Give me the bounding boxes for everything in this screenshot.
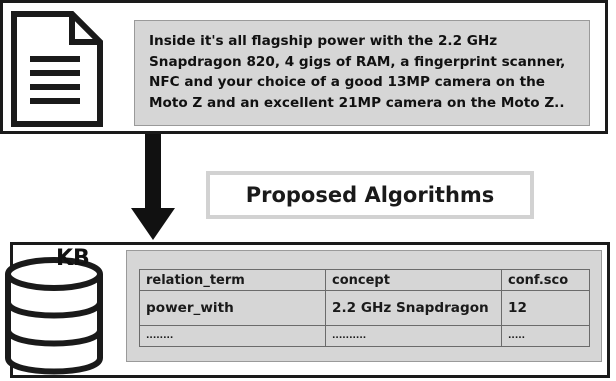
document-icon (11, 11, 103, 127)
header-confidence-score: conf.sco (501, 269, 590, 291)
table-cell: ........ (139, 325, 326, 347)
table-header-row: relation_term concept conf.sco (139, 269, 590, 291)
table-cell: ..... (501, 325, 590, 347)
table-row: ........ .......... ..... (139, 325, 590, 347)
table-row: power_with 2.2 GHz Snapdragon 12 (139, 290, 590, 326)
header-relation-term: relation_term (139, 269, 326, 291)
algorithms-box: Proposed Algorithms (206, 171, 534, 219)
table-cell: .......... (325, 325, 502, 347)
kb-table-panel: relation_term concept conf.sco power_wit… (126, 250, 602, 362)
document-text-line-1: Inside it's all flagship power with the … (149, 33, 498, 49)
kb-label: KB (56, 246, 90, 271)
table-cell: power_with (139, 290, 326, 326)
database-icon (5, 257, 103, 375)
table-cell: 12 (501, 290, 590, 326)
document-text-line-3: NFC and your choice of a good 13MP camer… (149, 74, 546, 90)
algorithms-label: Proposed Algorithms (245, 183, 495, 207)
arrow-down-icon (131, 134, 175, 240)
kb-table: relation_term concept conf.sco power_wit… (139, 269, 590, 347)
header-concept: concept (325, 269, 502, 291)
document-text-line-2: Snapdragon 820, 4 gigs of RAM, a fingerp… (149, 53, 566, 70)
document-text-panel: Inside it's all flagship power with the … (134, 20, 590, 126)
document-text-line-4: Moto Z and an excellent 21MP camera on t… (149, 94, 565, 111)
table-cell: 2.2 GHz Snapdragon (325, 290, 502, 326)
